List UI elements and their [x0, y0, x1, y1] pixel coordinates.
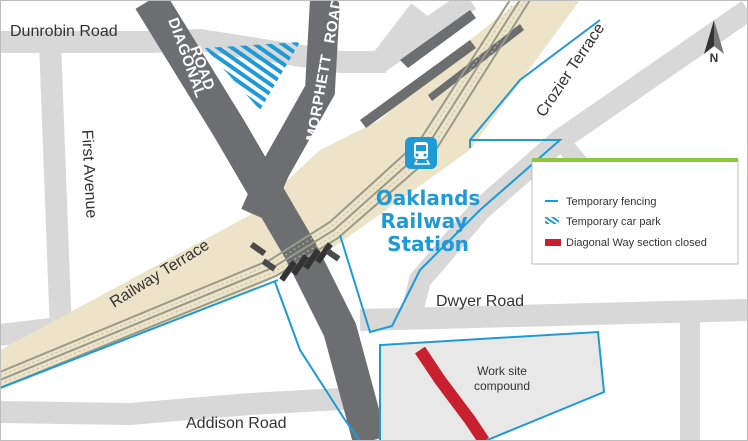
rail-tracks	[0, 0, 531, 389]
crossing-gate-1	[249, 241, 267, 257]
fencing-station-east	[339, 139, 563, 334]
work-site-label-line-1: Work site	[477, 364, 527, 378]
crossing-gate-2	[261, 258, 277, 272]
fencing-west	[0, 279, 279, 389]
legend-closed-label: Diagonal Way section closed	[566, 237, 707, 249]
north-arrow-label: N	[710, 51, 719, 65]
dwyer-road-label: Dwyer Road	[436, 293, 524, 310]
platform-south	[360, 40, 476, 128]
crossing-bar-1	[279, 260, 297, 282]
first-avenue-label: First Avenue	[78, 129, 100, 219]
diagonal-way-closed-section	[415, 346, 489, 441]
morphett-road	[241, 0, 340, 222]
legend-accent-bar	[532, 158, 738, 162]
north-arrow-left	[704, 20, 714, 54]
platform-east	[428, 24, 524, 101]
legend-fencing-label: Temporary fencing	[566, 196, 657, 208]
dwyer-road	[359, 299, 748, 331]
dunrobin-road-label: Dunrobin Road	[10, 23, 118, 40]
legend-car-park-swatch	[545, 217, 559, 224]
first-avenue-road	[39, 41, 73, 361]
level-crossing	[249, 241, 341, 282]
train-icon-window	[416, 145, 426, 151]
crossing-gate-3	[325, 248, 341, 262]
rail-sleepers	[0, 0, 526, 385]
train-icon	[405, 137, 437, 169]
fencing-north	[469, 19, 601, 141]
legend-closed-swatch	[545, 239, 561, 246]
legend-car-park-label: Temporary car park	[566, 216, 661, 228]
north-arrow-right	[714, 20, 724, 54]
addison-road-label: Addison Road	[186, 415, 287, 432]
station-name-line-2: Railway	[380, 209, 467, 233]
crossing-bar-3	[303, 248, 321, 270]
crossing-bar-2	[291, 254, 309, 276]
addison-road	[0, 387, 361, 426]
train-icon-light-right	[423, 153, 427, 157]
crossing-bar-4	[315, 242, 333, 264]
northeast-road	[373, 0, 477, 72]
platforms	[360, 10, 524, 128]
work-site-label-line-2: compound	[474, 379, 530, 393]
temporary-fencing	[0, 19, 601, 441]
train-icon-rails	[414, 159, 430, 165]
rail-track-3	[0, 0, 531, 389]
north-arrow-icon: N	[704, 20, 724, 65]
platform-north	[400, 10, 476, 68]
station-name-line-3: Station	[387, 232, 469, 256]
rail-track-2	[0, 0, 521, 381]
train-icon-light-left	[415, 153, 419, 157]
work-site-compound	[379, 330, 606, 441]
rail-track-1	[0, 0, 511, 373]
temporary-car-park	[205, 42, 300, 110]
rail-sleepers-1	[0, 0, 516, 377]
legend: Temporary fencing Temporary car park Dia…	[531, 158, 739, 265]
station-name-line-1: Oaklands	[376, 186, 481, 210]
fencing-south-west	[274, 281, 361, 441]
